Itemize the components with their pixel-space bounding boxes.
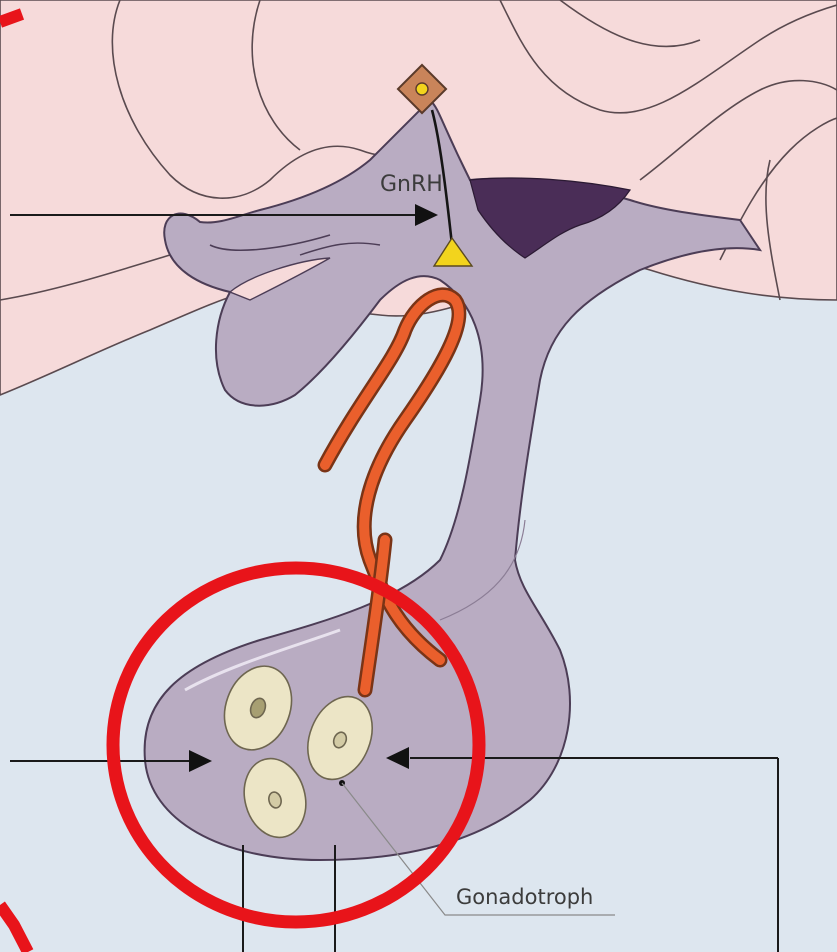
- gnrh-label: GnRH: [380, 172, 443, 197]
- gonadotroph-label: Gonadotroph: [456, 885, 593, 909]
- red-corner-mark-top: [0, 14, 22, 22]
